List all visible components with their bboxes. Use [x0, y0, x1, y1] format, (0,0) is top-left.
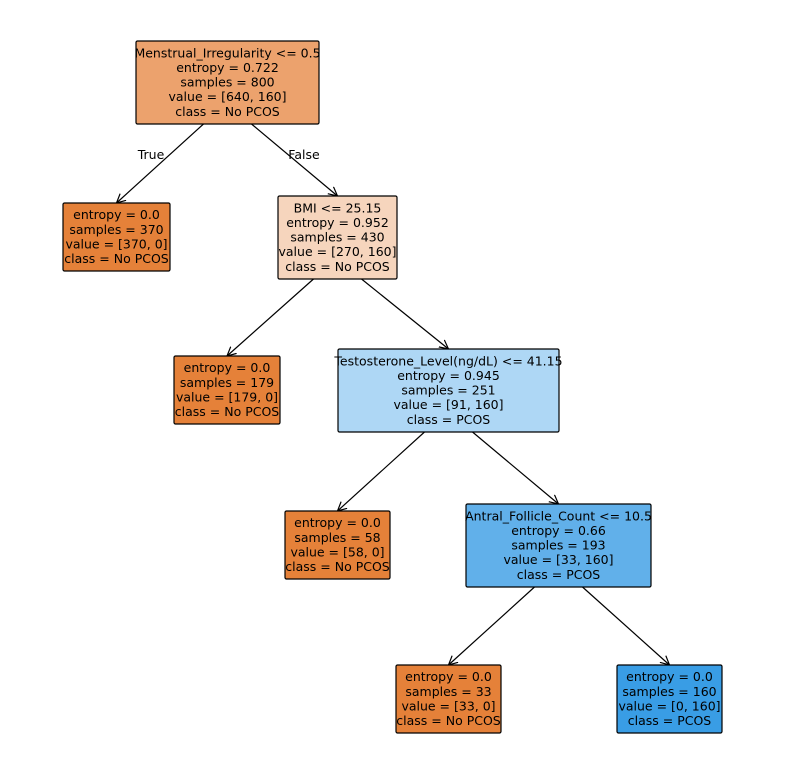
- tree-node-line: class = PCOS: [407, 412, 491, 427]
- tree-node-box: [135, 40, 320, 125]
- tree-node-box: [395, 664, 502, 734]
- tree-edge-n0-n2: [251, 123, 338, 196]
- tree-node-line: value = [33, 160]: [503, 552, 613, 567]
- tree-node-line: value = [179, 0]: [176, 389, 278, 404]
- tree-node-line: value = [640, 160]: [169, 89, 287, 104]
- tree-node-line: entropy = 0.66: [511, 523, 606, 538]
- tree-edge-n6-n8: [582, 586, 670, 665]
- tree-node-box: [337, 348, 560, 433]
- tree-node-line: value = [0, 160]: [618, 698, 720, 713]
- tree-node-line: samples = 193: [511, 538, 605, 553]
- tree-node-line: Antral_Follicle_Count <= 10.5: [465, 508, 652, 523]
- tree-node-line: entropy = 0.0: [405, 669, 492, 684]
- tree-node-n4: Testosterone_Level(ng/dL) <= 41.15entrop…: [333, 348, 563, 433]
- tree-node-line: value = [270, 160]: [279, 244, 397, 259]
- tree-node-line: class = No PCOS: [285, 259, 390, 274]
- tree-edge-n4-n6: [472, 431, 559, 504]
- tree-edge-n6-n7: [449, 586, 535, 665]
- tree-node-line: class = No PCOS: [175, 104, 280, 119]
- tree-node-line: class = PCOS: [517, 567, 601, 582]
- tree-node-line: BMI <= 25.15: [294, 200, 382, 215]
- tree-node-line: entropy = 0.0: [73, 207, 160, 222]
- tree-node-box: [616, 664, 723, 734]
- tree-edge-labels: True False: [137, 147, 320, 162]
- tree-node-line: value = [58, 0]: [290, 544, 384, 559]
- tree-node-line: samples = 370: [69, 222, 163, 237]
- tree-node-line: entropy = 0.0: [626, 669, 713, 684]
- tree-node-line: samples = 179: [180, 375, 274, 390]
- tree-edge-n4-n5: [338, 431, 425, 511]
- tree-node-line: entropy = 0.0: [294, 515, 381, 530]
- tree-node-line: Testosterone_Level(ng/dL) <= 41.15: [333, 353, 562, 368]
- tree-node-line: entropy = 0.945: [397, 368, 500, 383]
- tree-node-line: samples = 33: [405, 684, 491, 699]
- tree-node-line: samples = 800: [180, 75, 274, 90]
- tree-node-box: [62, 202, 171, 272]
- tree-node-line: value = [370, 0]: [65, 236, 167, 251]
- edge-label-true: True: [137, 147, 165, 162]
- tree-node-box: [465, 503, 652, 588]
- tree-node-box: [277, 195, 398, 280]
- tree-node-box: [173, 355, 281, 425]
- tree-node-line: class = No PCOS: [285, 559, 390, 574]
- tree-node-line: samples = 430: [290, 230, 384, 245]
- tree-edge-n2-n3: [227, 278, 314, 356]
- tree-node-box: [284, 510, 391, 580]
- tree-node-line: samples = 58: [294, 530, 380, 545]
- tree-edge-n2-n4: [361, 278, 449, 349]
- tree-node-line: value = [33, 0]: [401, 698, 495, 713]
- tree-node-line: class = No PCOS: [64, 251, 169, 266]
- tree-edge-n0-n1: [117, 123, 204, 203]
- tree-node-line: entropy = 0.0: [184, 360, 271, 375]
- tree-node-line: samples = 160: [622, 684, 716, 699]
- tree-node-line: entropy = 0.952: [286, 215, 389, 230]
- tree-node-line: samples = 251: [401, 383, 495, 398]
- tree-node-line: Menstrual_Irregularity <= 0.5: [134, 45, 320, 60]
- tree-node-line: class = No PCOS: [396, 713, 501, 728]
- tree-node-line: entropy = 0.722: [176, 60, 279, 75]
- tree-node-line: class = No PCOS: [175, 404, 280, 419]
- edge-label-false: False: [288, 147, 320, 162]
- tree-edges: [117, 123, 670, 665]
- tree-node-line: value = [91, 160]: [393, 397, 503, 412]
- tree-node-line: class = PCOS: [628, 713, 712, 728]
